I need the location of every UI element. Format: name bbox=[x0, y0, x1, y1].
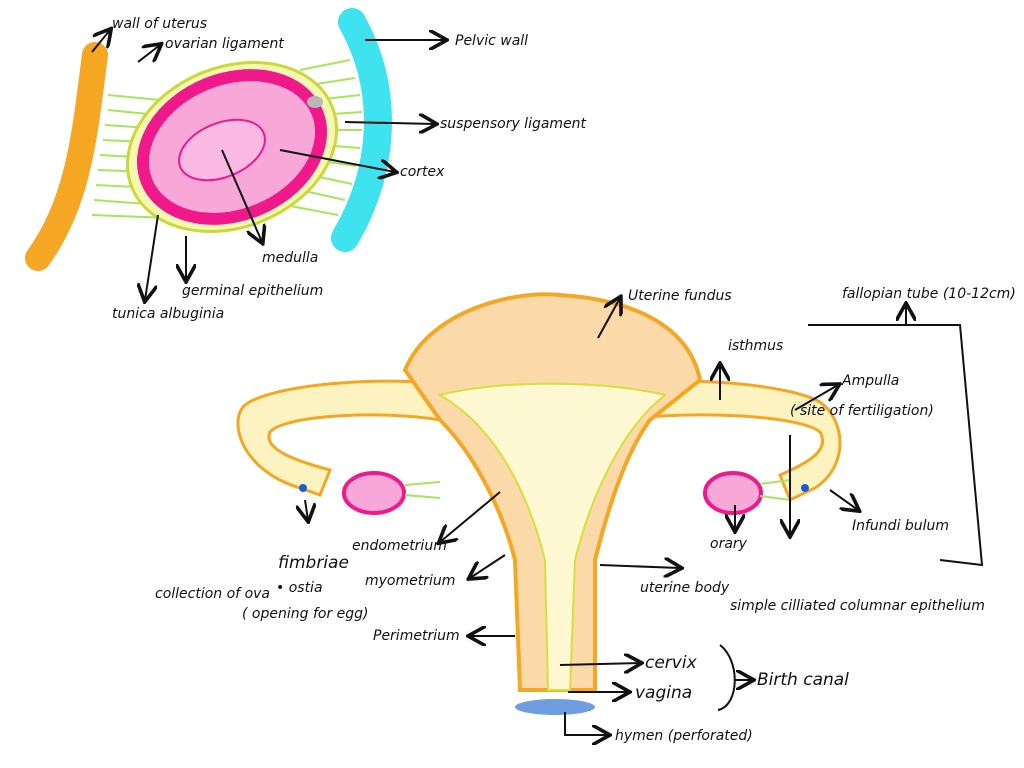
label-myometrium: myometrium bbox=[365, 573, 455, 589]
label-ovarian-ligament: ovarian ligament bbox=[165, 36, 284, 52]
fimbriae-right bbox=[801, 484, 809, 492]
label-ostia-note: ( opening for egg) bbox=[242, 606, 369, 622]
label-suspensory-ligament: suspensory ligament bbox=[440, 116, 587, 132]
label-ampulla-note: ( site of fertiligation) bbox=[790, 403, 934, 419]
label-medulla: medulla bbox=[262, 250, 318, 266]
grey-follicle bbox=[307, 96, 323, 108]
label-lines bbox=[91, 30, 984, 735]
label-cortex: cortex bbox=[400, 164, 445, 180]
fallopian-tube-right bbox=[608, 379, 842, 503]
label-simple-ciliated: simple cilliated columnar epithelium bbox=[730, 598, 985, 614]
label-vagina: vagina bbox=[635, 683, 692, 703]
label-wall-of-uterus: wall of uterus bbox=[112, 16, 207, 32]
uterine-cavity bbox=[437, 382, 668, 691]
ovary-right bbox=[703, 471, 763, 515]
fimbriae-left bbox=[299, 484, 307, 492]
label-fimbriae: fimbriae bbox=[278, 553, 349, 573]
ovary-left bbox=[342, 471, 406, 515]
label-hymen: hymen (perforated) bbox=[615, 728, 753, 744]
uterus-wall-band bbox=[25, 42, 108, 271]
hymen bbox=[515, 699, 595, 715]
label-perimetrium: Perimetrium bbox=[373, 628, 460, 644]
pelvic-wall-band bbox=[331, 8, 392, 252]
label-germinal-epithelium: germinal epithelium bbox=[182, 283, 323, 299]
label-endometrium: endometrium bbox=[352, 538, 447, 554]
label-isthmus: isthmus bbox=[728, 338, 783, 354]
label-ostia: • ostia bbox=[276, 580, 323, 596]
label-fallopian-tube: fallopian tube (10-12cm) bbox=[842, 286, 1016, 302]
ovarian-ligament-strands bbox=[404, 479, 791, 501]
label-uterine-body: uterine body bbox=[640, 580, 730, 596]
label-cervix: cervix bbox=[645, 653, 698, 673]
label-ampulla: Ampulla bbox=[841, 373, 899, 389]
label-pelvic-wall: Pelvic wall bbox=[455, 33, 528, 49]
ovary-diagram bbox=[25, 8, 392, 271]
labels: wall of uterus ovarian ligament Pelvic w… bbox=[112, 16, 1016, 744]
label-ovary: orary bbox=[710, 536, 748, 552]
label-tunica-albuginia: tunica albuginia bbox=[112, 306, 224, 322]
uterus-diagram bbox=[236, 292, 842, 715]
label-birth-canal: Birth canal bbox=[757, 670, 849, 690]
label-collection-of-ova: collection of ova bbox=[155, 586, 270, 602]
label-uterine-fundus: Uterine fundus bbox=[628, 288, 732, 304]
label-infundibulum: Infundi bulum bbox=[852, 518, 949, 534]
